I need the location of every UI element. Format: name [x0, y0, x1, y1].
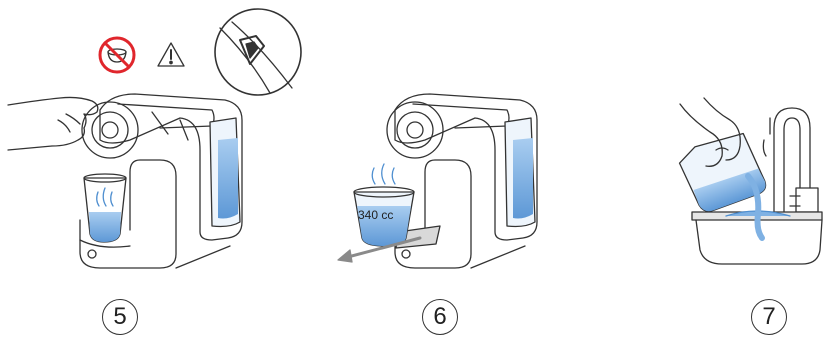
- jug-icon: [676, 128, 768, 238]
- step-7-number: 7: [751, 299, 787, 335]
- faucet-icon: [763, 108, 818, 216]
- cup-icon: [354, 164, 414, 246]
- glass-icon: [84, 174, 126, 242]
- step-5-number: 5: [102, 299, 138, 335]
- step-6-number: 6: [422, 299, 458, 335]
- drip-tray-icon: [215, 9, 301, 95]
- step5-illustration: [8, 9, 301, 268]
- no-bowl-icon: [100, 38, 134, 72]
- step7-illustration: [676, 98, 822, 264]
- cup-volume-label: 340 cc: [358, 208, 393, 222]
- warning-icon: [158, 43, 184, 66]
- step6-illustration: [338, 94, 537, 268]
